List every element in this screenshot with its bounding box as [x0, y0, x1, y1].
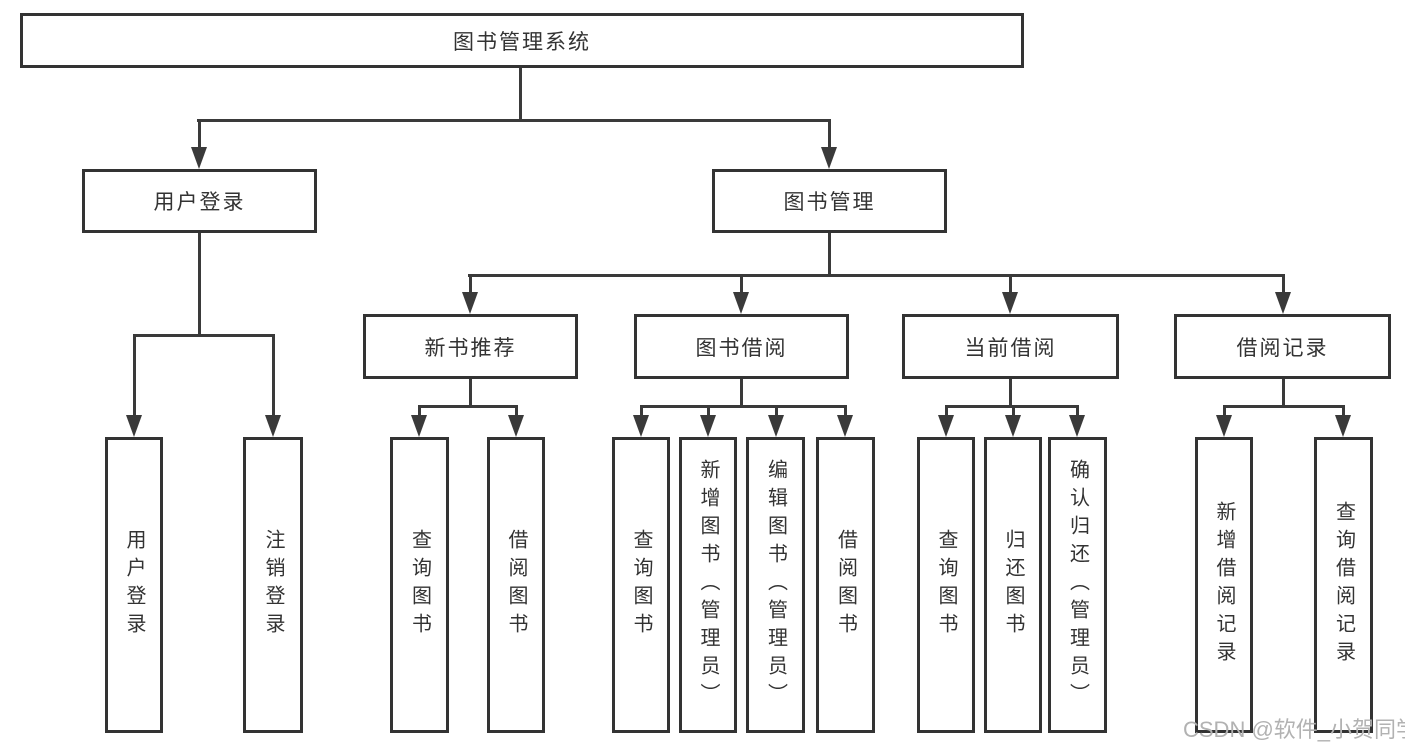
arrow-down-icon — [1216, 415, 1232, 437]
arrow-down-icon — [265, 415, 281, 437]
arrow-down-icon — [633, 415, 649, 437]
connector-vline — [1342, 405, 1345, 417]
connector-vline — [828, 233, 831, 276]
connector-vline — [640, 405, 643, 417]
connector-vline — [198, 119, 201, 149]
connector-vline — [1076, 405, 1079, 417]
node-new-book-recommend: 新书推荐 — [363, 314, 578, 379]
leaf-borrow-books-recommend: 借阅图书 — [487, 437, 545, 733]
arrow-down-icon — [938, 415, 954, 437]
connector-vline — [469, 274, 472, 294]
arrow-down-icon — [1275, 292, 1291, 314]
arrow-down-icon — [126, 415, 142, 437]
connector-vline — [1223, 405, 1226, 417]
connector-vline — [844, 405, 847, 417]
arrow-down-icon — [1069, 415, 1085, 437]
csdn-watermark: CSDN @软件_小贺同学 — [1183, 717, 1405, 742]
arrow-down-icon — [411, 415, 427, 437]
arrow-down-icon — [768, 415, 784, 437]
connector-vline — [418, 405, 421, 417]
leaf-add-books-admin: 新增图书（管理员） — [679, 437, 737, 733]
leaf-return-books: 归还图书 — [984, 437, 1042, 733]
connector-hline — [197, 119, 831, 122]
connector-vline — [707, 405, 710, 417]
arrow-down-icon — [1335, 415, 1351, 437]
leaf-user-login: 用户登录 — [105, 437, 163, 733]
leaf-logout: 注销登录 — [243, 437, 303, 733]
connector-vline — [1012, 405, 1015, 417]
leaf-query-books-recommend: 查询图书 — [390, 437, 449, 733]
node-user-login: 用户登录 — [82, 169, 317, 233]
leaf-query-books-borrowing: 查询图书 — [612, 437, 670, 733]
arrow-down-icon — [821, 147, 837, 169]
leaf-edit-books-admin: 编辑图书（管理员） — [746, 437, 805, 733]
connector-hline — [468, 274, 1285, 277]
leaf-borrow-books: 借阅图书 — [816, 437, 875, 733]
arrow-down-icon — [1002, 292, 1018, 314]
connector-vline — [469, 379, 472, 407]
connector-vline — [740, 379, 743, 407]
connector-hline — [640, 405, 846, 408]
connector-vline — [740, 274, 743, 294]
connector-vline — [1282, 274, 1285, 294]
leaf-confirm-return-admin: 确认归还（管理员） — [1048, 437, 1107, 733]
arrow-down-icon — [837, 415, 853, 437]
connector-vline — [775, 405, 778, 417]
connector-vline — [272, 334, 275, 417]
arrow-down-icon — [462, 292, 478, 314]
connector-vline — [515, 405, 518, 417]
arrow-down-icon — [508, 415, 524, 437]
node-book-management: 图书管理 — [712, 169, 947, 233]
connector-hline — [418, 405, 518, 408]
connector-hline — [133, 334, 275, 337]
connector-vline — [519, 68, 522, 121]
connector-vline — [945, 405, 948, 417]
connector-hline — [1223, 405, 1344, 408]
node-book-borrowing: 图书借阅 — [634, 314, 849, 379]
connector-vline — [1009, 379, 1012, 407]
connector-vline — [133, 334, 136, 417]
connector-hline — [945, 405, 1078, 408]
node-current-borrowing: 当前借阅 — [902, 314, 1119, 379]
arrow-down-icon — [191, 147, 207, 169]
arrow-down-icon — [1005, 415, 1021, 437]
connector-vline — [828, 119, 831, 149]
node-borrow-records: 借阅记录 — [1174, 314, 1391, 379]
node-root-library-system: 图书管理系统 — [20, 13, 1024, 68]
connector-vline — [198, 233, 201, 336]
leaf-add-borrow-record: 新增借阅记录 — [1195, 437, 1253, 733]
arrow-down-icon — [700, 415, 716, 437]
connector-vline — [1282, 379, 1285, 407]
leaf-query-books-current: 查询图书 — [917, 437, 975, 733]
arrow-down-icon — [733, 292, 749, 314]
connector-vline — [1009, 274, 1012, 294]
leaf-query-borrow-record: 查询借阅记录 — [1314, 437, 1373, 733]
